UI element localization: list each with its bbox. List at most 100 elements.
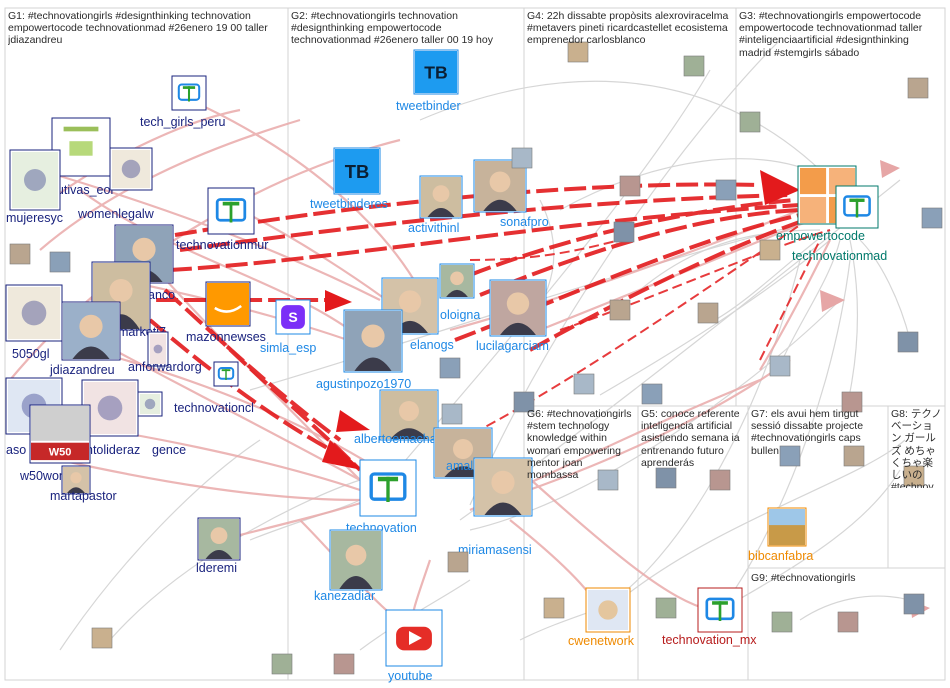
node-5050gl[interactable]: 5050gl — [5, 284, 63, 361]
node-technovationcl[interactable]: technovationcl — [174, 361, 254, 415]
node-small[interactable] — [641, 383, 663, 405]
technovation-logo-icon — [369, 472, 407, 502]
node-technovation_mx[interactable]: technovation_mx — [662, 587, 757, 647]
node-anforwardorg[interactable]: anforwardorg — [128, 331, 202, 374]
node-small[interactable] — [683, 55, 705, 77]
avatar — [511, 147, 533, 169]
node-technovationmad[interactable]: technovationmad — [792, 185, 887, 263]
node-small[interactable] — [439, 357, 461, 379]
node-tech_girls_peru[interactable]: tech_girls_peru — [140, 75, 226, 129]
node-small[interactable] — [897, 331, 919, 353]
node-oloigna[interactable]: oloigna — [439, 263, 480, 322]
node-small[interactable] — [759, 239, 781, 261]
node-cwenetwork[interactable]: cwenetwork — [568, 587, 635, 648]
edge — [79, 189, 351, 331]
avatar — [683, 55, 705, 77]
edge — [189, 98, 421, 291]
technovation-logo-icon — [217, 367, 235, 380]
avatar — [333, 653, 355, 675]
node-albertoemachado[interactable]: albertoemachado — [354, 389, 451, 446]
edge — [59, 439, 261, 651]
svg-text:W50: W50 — [49, 446, 72, 458]
node-activithin[interactable]: activithinl — [408, 175, 463, 235]
node-miriamasensi[interactable]: miriamasensi — [458, 457, 533, 557]
node-small[interactable] — [655, 597, 677, 619]
edge — [859, 239, 911, 341]
avatar — [49, 251, 71, 273]
node-small[interactable] — [903, 593, 925, 615]
node-technovation[interactable]: technovation — [346, 459, 417, 535]
node-youtube[interactable]: youtube — [385, 609, 443, 683]
node-mujeresyc[interactable]: mujeresyc — [6, 149, 63, 225]
node-agustinpozo1970[interactable]: agustinpozo1970 — [316, 309, 411, 391]
node-gence[interactable]: gence — [137, 391, 186, 457]
node-label: simla_esp — [260, 341, 316, 355]
avatar — [655, 467, 677, 489]
node-small[interactable] — [567, 41, 589, 63]
node-small[interactable] — [697, 302, 719, 324]
node-small[interactable] — [907, 77, 929, 99]
org-logo-icon — [8, 287, 60, 339]
node-small[interactable] — [715, 179, 737, 201]
ejecutivas-logo-icon — [63, 126, 99, 156]
node-martapastor[interactable]: martapastor — [50, 465, 117, 503]
node-mazonnewses[interactable]: mazonnewses — [186, 281, 266, 344]
node-label: mujeresyc — [6, 211, 63, 225]
node-kanezadiar[interactable]: kanezadiar — [314, 529, 383, 603]
node-small[interactable] — [597, 469, 619, 491]
node-small[interactable] — [271, 653, 293, 675]
node-small[interactable] — [49, 251, 71, 273]
technovation-logo-icon — [705, 597, 735, 621]
node-small[interactable] — [769, 355, 791, 377]
node-small[interactable] — [655, 467, 677, 489]
node-small[interactable] — [837, 611, 859, 633]
org-logo-icon — [112, 150, 150, 188]
node-small[interactable] — [447, 551, 469, 573]
node-small[interactable] — [543, 597, 565, 619]
node-bibcanfabra[interactable]: bibcanfabra — [748, 507, 813, 563]
node-jdiazandreu[interactable]: jdiazandreu — [49, 301, 121, 377]
node-small[interactable] — [841, 391, 863, 413]
node-sonafpro[interactable]: sonafpro — [473, 159, 549, 229]
node-small[interactable] — [609, 299, 631, 321]
node-small[interactable] — [511, 147, 533, 169]
node-small[interactable] — [921, 207, 943, 229]
node-small[interactable] — [843, 445, 865, 467]
person-photo-icon — [421, 177, 461, 217]
node-lderemi[interactable]: lderemi — [196, 517, 241, 575]
person-photo-icon — [199, 519, 239, 559]
node-label: oloigna — [440, 308, 480, 322]
node-lucilagarciam[interactable]: lucilagarciam — [476, 279, 549, 353]
node-small[interactable] — [903, 465, 925, 487]
node-small[interactable] — [739, 111, 761, 133]
person-photo-icon — [475, 161, 525, 211]
node-technovationmur[interactable]: technovationmur — [176, 187, 268, 252]
group-title-g2: G2: #technovationgirls technovation #des… — [291, 10, 493, 47]
simla-logo-icon: S — [281, 305, 305, 329]
edge — [89, 348, 381, 471]
node-small[interactable] — [91, 627, 113, 649]
node-small[interactable] — [513, 391, 535, 413]
node-small[interactable] — [619, 175, 641, 197]
person-photo-icon — [475, 459, 531, 515]
node-small[interactable] — [573, 373, 595, 395]
node-small[interactable] — [771, 611, 793, 633]
person-photo-icon — [435, 429, 491, 477]
node-small[interactable] — [779, 445, 801, 467]
avatar — [597, 469, 619, 491]
node-small[interactable] — [613, 221, 635, 243]
node-small[interactable] — [9, 243, 31, 265]
group-title-g3: G3: #technovationgirls empowertocode emp… — [739, 10, 923, 59]
node-womenlegalw[interactable]: womenlegalw — [77, 147, 155, 221]
node-small[interactable] — [441, 403, 463, 425]
node-small[interactable] — [333, 653, 355, 675]
node-label: technovation_mx — [662, 633, 757, 647]
person-photo-icon — [63, 303, 119, 359]
node-ntolideraz[interactable]: ntolideraz — [81, 379, 140, 457]
node-small[interactable] — [709, 469, 731, 491]
node-elanogs[interactable]: elanogs — [381, 277, 454, 352]
